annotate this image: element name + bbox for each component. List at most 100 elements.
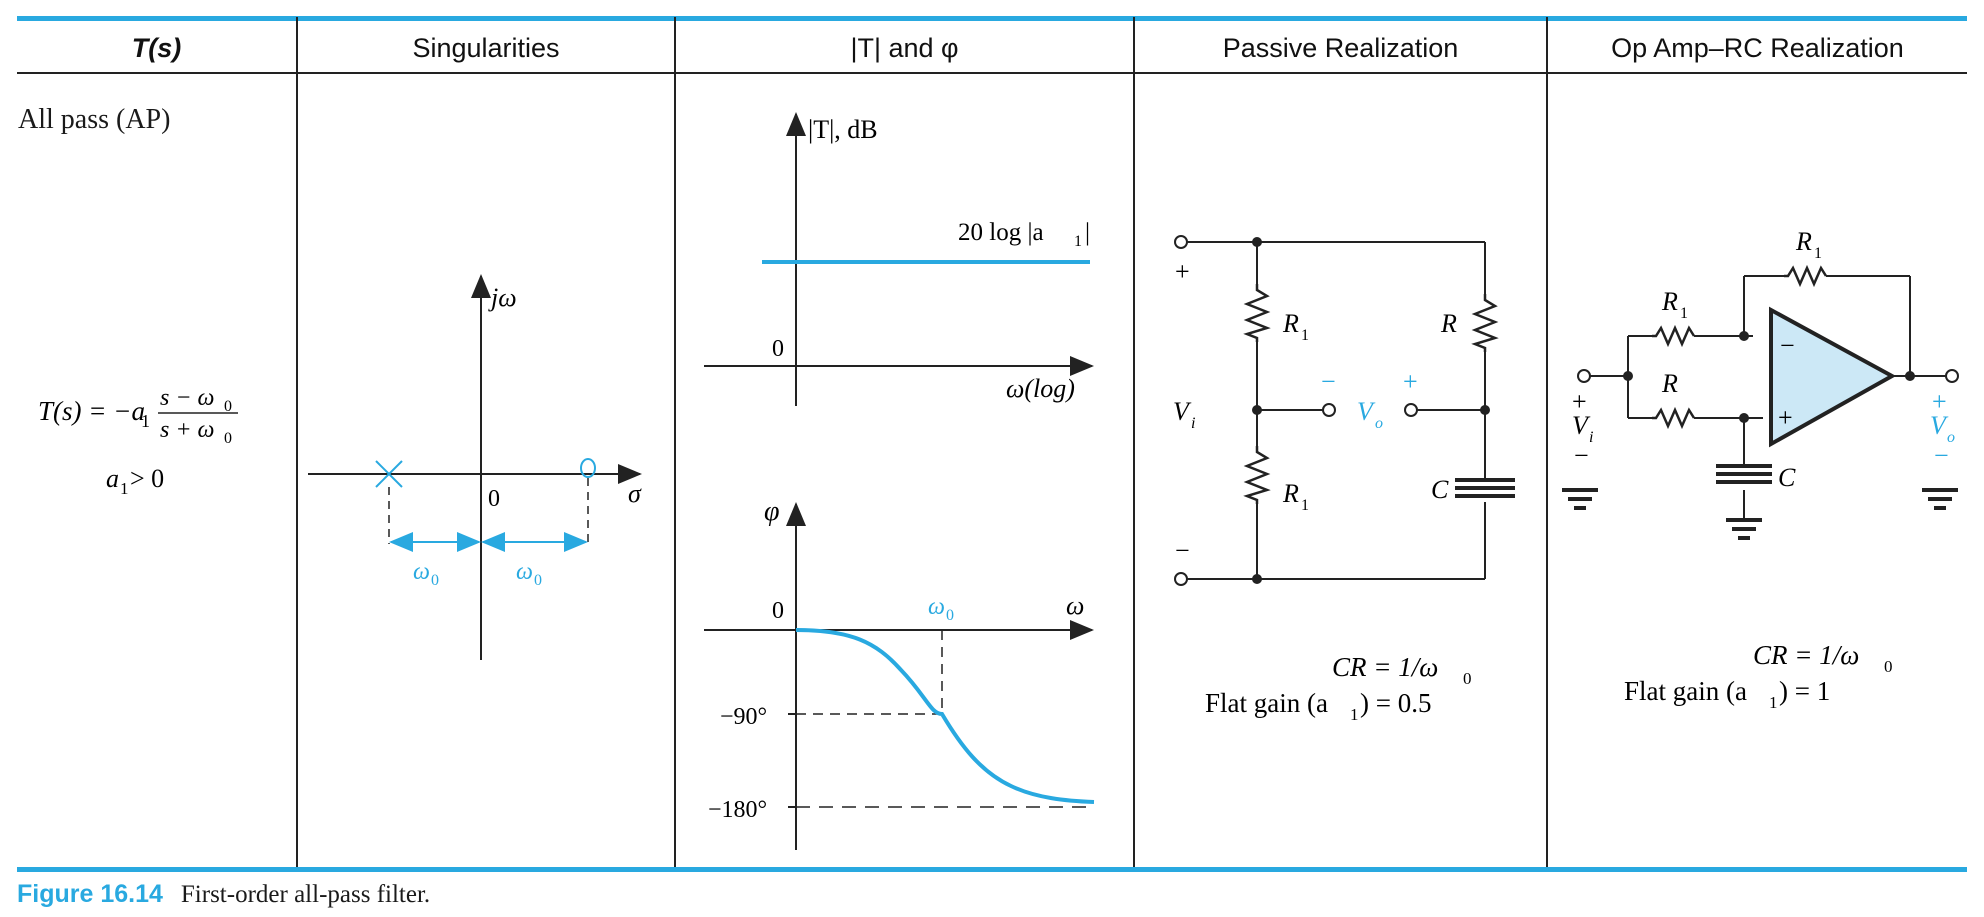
svg-text:0: 0 [534, 572, 542, 589]
magnitude-zero: 0 [772, 336, 784, 362]
svg-text:|: | [1085, 219, 1090, 246]
svg-text:+: + [1403, 367, 1418, 396]
passive-r-label: R [1440, 309, 1457, 338]
svg-text:o: o [1947, 429, 1955, 446]
resistor-r1-input [1652, 324, 1696, 348]
pole-marker [375, 460, 403, 488]
omega0-right: ω [516, 559, 533, 585]
tf-lhs-sub: 1 [141, 411, 150, 431]
table-bottom-rule [17, 867, 1967, 872]
jomega-label: jω [488, 283, 517, 312]
phase-x-label: ω [1066, 591, 1084, 620]
resistor-r [1471, 294, 1499, 352]
opamp-r-label: R [1661, 369, 1678, 398]
transfer-function-equation: T(s) = −a 1 s − ω 0 s + ω 0 a 1 > 0 [38, 385, 238, 498]
header-magnitude-phase: |T| and φ [850, 32, 959, 63]
svg-text:i: i [1191, 415, 1195, 432]
omega0-left: ω [413, 559, 430, 585]
magnitude-level-label: 20 log |a [958, 219, 1044, 246]
opamp-eq1: CR = 1/ω [1753, 640, 1859, 670]
svg-text:1: 1 [1350, 705, 1359, 724]
phase-omega0-label: ω [928, 594, 945, 620]
opamp-r1-input-label: R [1661, 287, 1678, 316]
opamp-eq2: Flat gain (a [1624, 676, 1747, 706]
svg-text:0: 0 [431, 572, 439, 589]
pole-zero-plot: jω σ 0 ω 0 ω 0 [308, 274, 642, 660]
resistor-r1-top [1243, 284, 1271, 342]
input-terminal-minus [1174, 572, 1188, 586]
origin-label: 0 [488, 486, 500, 512]
header-rule [17, 72, 1967, 74]
column-divider [1546, 17, 1548, 867]
phase-tick-90: −90° [720, 704, 767, 730]
ground-symbol [1726, 518, 1762, 540]
passive-r1-top-label: R [1282, 309, 1299, 338]
opamp-noninverting-sign: + [1778, 403, 1793, 432]
capacitor-c [1455, 478, 1515, 498]
passive-eq1: CR = 1/ω [1332, 652, 1438, 682]
condition: a [106, 464, 119, 493]
opamp-inverting-sign: − [1780, 331, 1795, 360]
resistor-r [1652, 406, 1696, 430]
magnitude-phase-plots: |T|, dB ω(log) 0 20 log |a 1 | φ ω 0 ω 0… [704, 112, 1095, 850]
output-terminal-plus [1404, 403, 1418, 417]
svg-text:1: 1 [1814, 245, 1822, 262]
capacitor-c [1716, 464, 1772, 484]
svg-text:i: i [1589, 429, 1593, 446]
filter-name: All pass (AP) [18, 104, 171, 135]
passive-r1-bottom-label: R [1282, 479, 1299, 508]
resistor-r1-feedback [1784, 264, 1828, 288]
passive-c-label: C [1431, 475, 1449, 504]
phase-curve [795, 628, 1095, 804]
opamp-triangle [1769, 306, 1897, 448]
svg-text:−: − [1321, 367, 1336, 396]
table-top-rule [17, 16, 1967, 21]
passive-vi-label: V [1173, 397, 1192, 426]
tf-num-sub: 0 [224, 398, 232, 415]
opamp-circuit: − + R 1 R 1 R C + V i − + V o − CR = 1/ω… [1562, 227, 1959, 712]
svg-text:1: 1 [1301, 327, 1309, 344]
magnitude-x-label: ω(log) [1006, 374, 1075, 403]
svg-text:1: 1 [1680, 305, 1688, 322]
zero-marker [580, 458, 596, 478]
column-divider [674, 17, 676, 867]
svg-text:−: − [1574, 441, 1589, 470]
svg-text:o: o [1375, 415, 1383, 432]
header-singularities: Singularities [412, 32, 560, 63]
opamp-vi-label: V [1572, 411, 1591, 440]
magnitude-y-label: |T|, dB [808, 115, 878, 144]
column-divider [296, 17, 298, 867]
svg-text:1: 1 [1074, 233, 1082, 250]
phase-tick-180: −180° [708, 797, 767, 823]
tf-lhs: T(s) = −a [38, 396, 145, 426]
svg-text:+: + [1932, 387, 1947, 416]
svg-text:−: − [1934, 441, 1949, 470]
svg-text:−: − [1175, 536, 1190, 565]
header-transfer-function: T(s) [131, 32, 182, 63]
opamp-vo-label: V [1930, 411, 1949, 440]
svg-text:0: 0 [1884, 657, 1893, 676]
tf-denominator: s + ω [160, 417, 214, 443]
output-terminal-minus [1322, 403, 1336, 417]
ground-symbol [1922, 488, 1958, 510]
passive-eq2: Flat gain (a [1205, 688, 1328, 718]
passive-vo-label: V [1357, 397, 1376, 426]
tf-den-sub: 0 [224, 430, 232, 447]
phase-zero: 0 [772, 598, 784, 624]
condition-rest: > 0 [130, 464, 164, 493]
column-divider [1133, 17, 1135, 867]
input-terminal-plus [1174, 235, 1188, 249]
opamp-c-label: C [1778, 463, 1796, 492]
svg-text:0: 0 [1463, 669, 1472, 688]
ground-symbol [1562, 488, 1598, 510]
svg-text:0: 0 [946, 607, 954, 624]
svg-text:1: 1 [1769, 693, 1778, 712]
header-opamp-realization: Op Amp–RC Realization [1611, 32, 1904, 63]
phase-y-label: φ [764, 496, 780, 527]
svg-text:) = 0.5: ) = 0.5 [1360, 688, 1431, 718]
condition-sub: 1 [120, 479, 129, 498]
svg-text:+: + [1175, 257, 1190, 286]
svg-text:1: 1 [1301, 497, 1309, 514]
figure-number: Figure 16.14 [17, 880, 163, 908]
